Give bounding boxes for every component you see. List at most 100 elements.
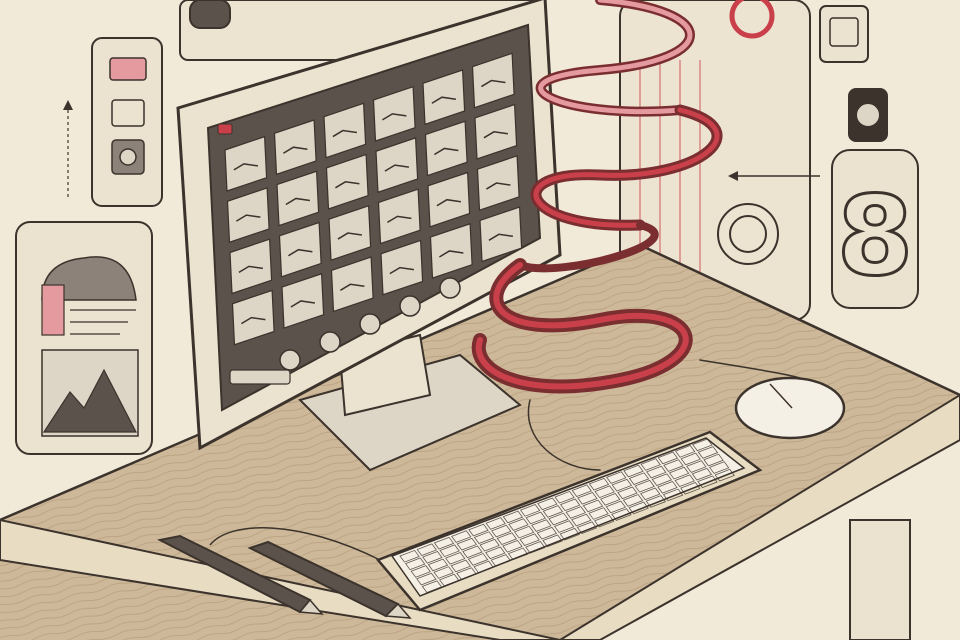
keyboard-key [422, 550, 443, 564]
keyboard-key [588, 507, 609, 520]
keyboard-key [507, 547, 529, 561]
keyboard-key [513, 525, 535, 539]
thumbnail-sketch [335, 181, 360, 189]
keyboard-key [605, 500, 626, 514]
chart-card-icon [41, 256, 137, 336]
speaker-icon [819, 5, 869, 63]
thumbnail-sketch [389, 266, 415, 275]
keyboard-key [416, 572, 437, 586]
keyboard-key [622, 494, 644, 507]
thumbnail-sketch [434, 147, 459, 156]
keyboard-key [433, 536, 455, 550]
keyboard-key [416, 543, 437, 557]
keyboard-key [714, 468, 735, 482]
thumbnail-sketch [439, 250, 464, 258]
keyboard-key [674, 445, 696, 458]
mouse-icon [734, 376, 846, 440]
keyboard-key [456, 537, 478, 551]
keyboard-key [508, 518, 529, 531]
keyboard-key [491, 524, 512, 538]
keyboard-key [427, 558, 449, 572]
keyboard-key [594, 485, 615, 499]
keyboard-key [611, 478, 633, 492]
thumbnail-sketch [340, 283, 365, 291]
thumbnail-sketch [241, 316, 266, 325]
keyboard-key [559, 498, 581, 512]
keyboard-key [450, 559, 471, 573]
keyboard-key [421, 580, 443, 593]
keyboard-key [433, 566, 454, 579]
keyboard-key [657, 480, 678, 494]
thumbnail-grid-icon [224, 52, 523, 346]
thumbnail-sketch [481, 79, 506, 88]
thumbnail-sketch [283, 146, 308, 154]
keyboard-key [502, 510, 524, 524]
keyboard-key [479, 538, 500, 552]
keyboard-key [623, 464, 644, 478]
keyboard-key [692, 438, 713, 452]
camera-card [63, 37, 163, 207]
keyboard-key [410, 565, 431, 578]
keyboard-key [451, 530, 472, 543]
right-icons: 8 [717, 0, 919, 309]
keyboard-key [456, 567, 477, 580]
keyboard-key [496, 532, 518, 545]
keyboard-key [485, 546, 506, 560]
keyboard-key [571, 513, 592, 527]
keyboard-key [606, 471, 627, 484]
keyboard-key [645, 495, 667, 508]
keyboard-key [502, 539, 523, 553]
camera-icon [111, 139, 145, 175]
thumbnail-sketch [431, 96, 457, 104]
keyboard-key [525, 541, 546, 554]
chart-card [15, 221, 153, 455]
keyboard-key [399, 549, 420, 563]
keyboard-key [640, 487, 661, 501]
keyboard-key [651, 473, 673, 486]
keyboard-key [686, 460, 707, 473]
wall-panels [179, 0, 811, 321]
keyboard-key [548, 512, 569, 526]
keyboard-key [577, 491, 598, 505]
thumbnail-sketch [486, 182, 511, 190]
keyboard-key [617, 486, 638, 500]
thumbnail-sketch [236, 214, 261, 222]
thumbnail-sketch [483, 131, 509, 139]
keyboard-key [554, 490, 575, 504]
mountain-image-icon [41, 349, 139, 437]
keyboard-key [680, 452, 701, 466]
keyboard-key [468, 523, 489, 537]
keyboard-key [708, 461, 730, 474]
keyboard-key [519, 504, 541, 517]
film-reel-ribbon-icon [471, 0, 821, 471]
keyboard-key [485, 517, 506, 530]
keyboard-key [611, 508, 632, 521]
thumbnail-sketch [488, 233, 514, 241]
keyboard-key [582, 499, 604, 513]
keyboard-key [473, 560, 494, 574]
keyboard-key [553, 520, 575, 533]
thumbnail-sketch [382, 113, 407, 121]
keyboard-key [662, 488, 684, 502]
keyboard-key [576, 521, 598, 534]
svg-text:8: 8 [837, 172, 914, 300]
thumbnail-sketch [288, 248, 313, 257]
keyboard-key [462, 545, 483, 559]
keyboard-key [525, 511, 546, 525]
thumbnail-sketch [337, 232, 363, 240]
keyboard-key [467, 553, 489, 566]
thumbnail-sketch [436, 198, 462, 207]
keyboard-key [703, 453, 724, 467]
keyboard-key [490, 554, 512, 567]
keyboard-key [640, 458, 661, 471]
keyboard-key [657, 451, 679, 465]
pen-icon [156, 527, 412, 619]
keyboard-key [559, 527, 580, 541]
keyboard-key [542, 534, 563, 548]
keyboard-key [668, 466, 690, 480]
keyboard-key [537, 497, 558, 511]
thumbnail-sketch [233, 163, 259, 171]
keyboard-key [697, 475, 718, 489]
